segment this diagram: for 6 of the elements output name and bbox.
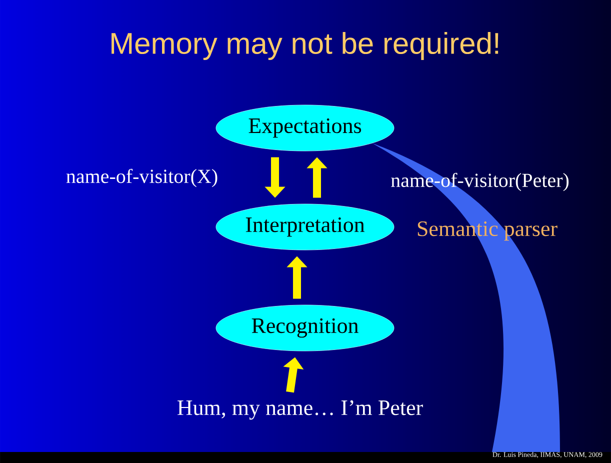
oval-node: Recognition xyxy=(216,304,394,352)
oval-node: Expectations xyxy=(216,104,394,152)
oval-node: Interpretation xyxy=(216,204,394,250)
title: Memory may not be required! xyxy=(112,32,498,60)
input-text: Hum, my name… I’m Peter xyxy=(178,400,423,420)
edge-label: name-of-visitor(X) xyxy=(66,168,218,188)
